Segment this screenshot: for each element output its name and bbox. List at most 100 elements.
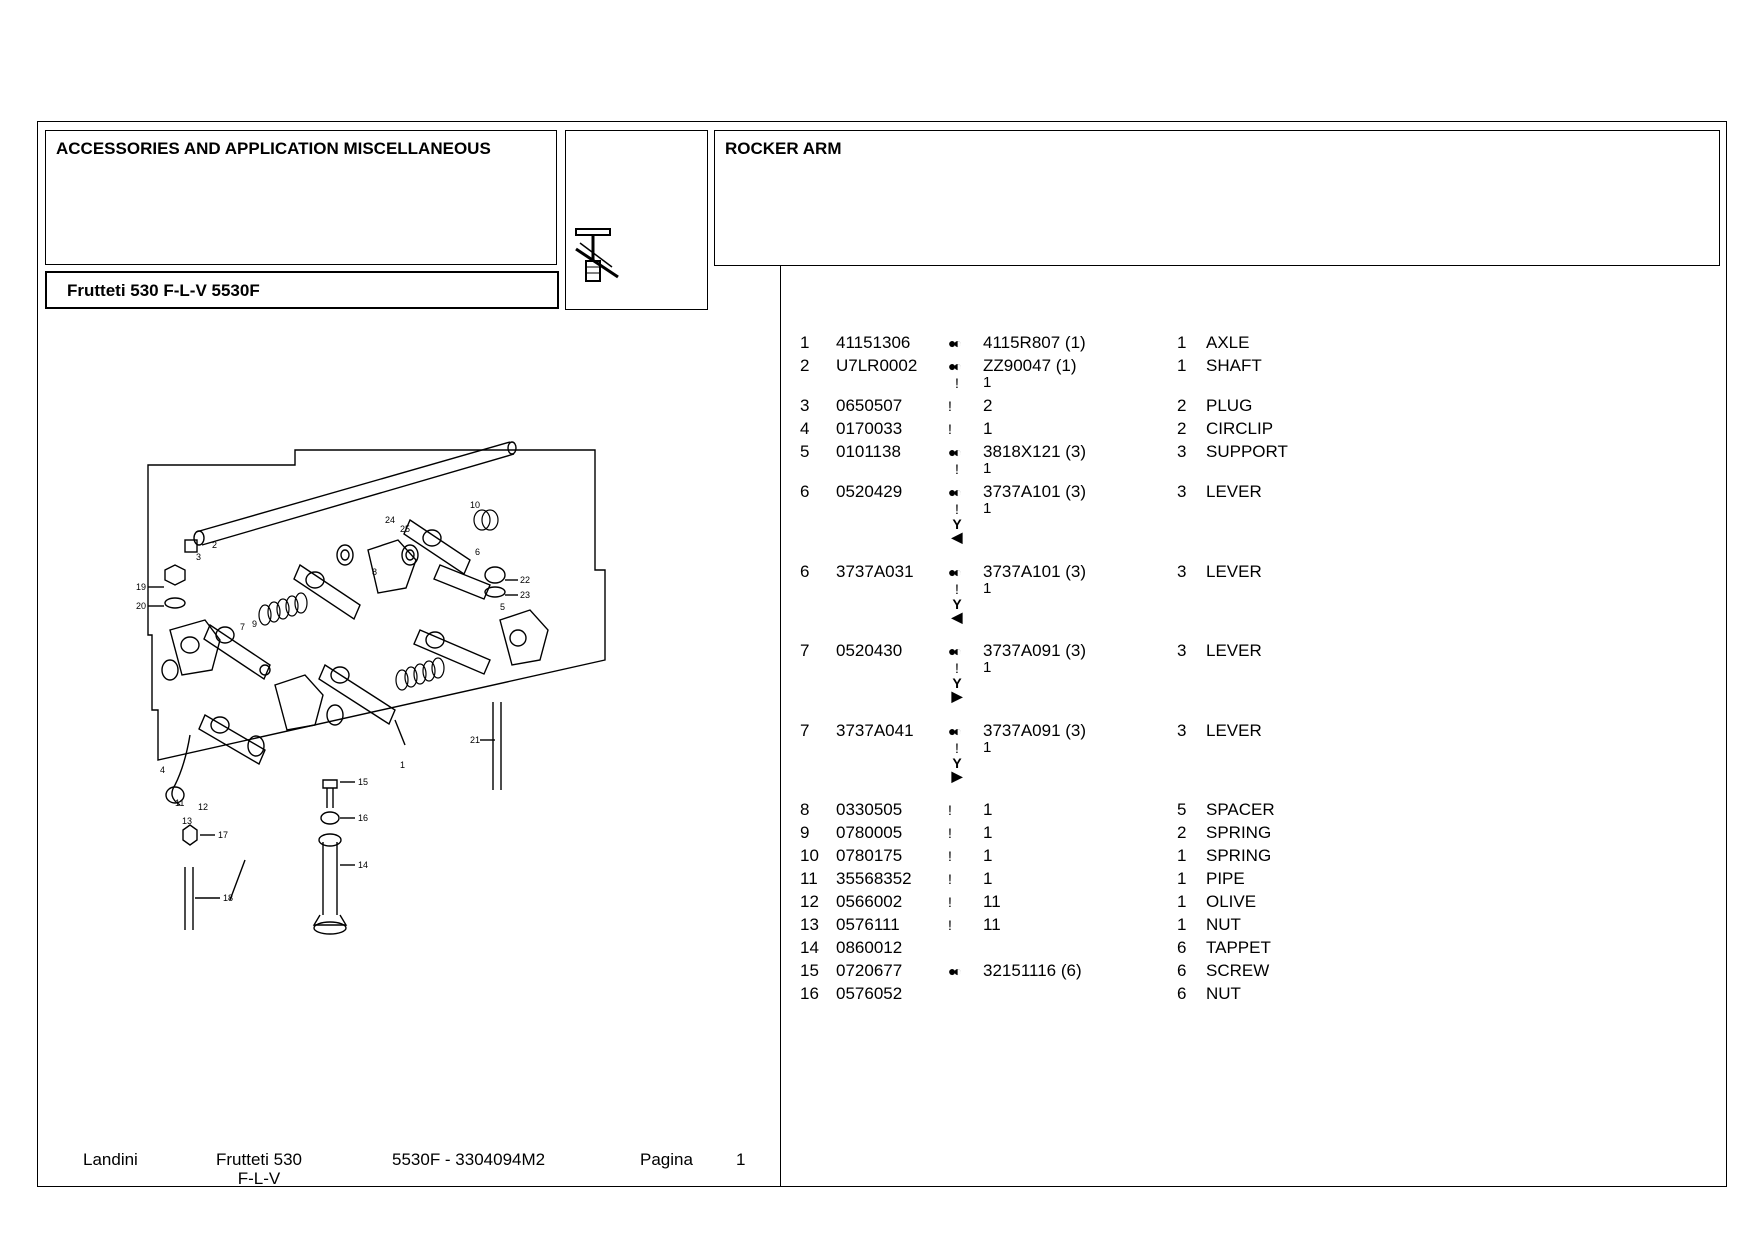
part-sub-quantity: 1 [983, 460, 992, 477]
part-reference: 1 [983, 823, 993, 842]
rocker-arm-exploded-diagram: 1 2 3 4 5 6 7 8 9 10 11 12 13 14 15 16 1… [136, 441, 606, 935]
part-position: 10 [800, 846, 819, 865]
section-title-box: ROCKER ARM [714, 130, 1720, 266]
callout-24: 24 [385, 515, 395, 525]
callout-13: 13 [182, 816, 192, 826]
part-quantity: 2 [1177, 823, 1187, 842]
group-icon-box [565, 130, 708, 310]
footer-model-line2: F-L-V [237, 1169, 281, 1188]
section-title: ROCKER ARM [725, 139, 842, 158]
part-reference: 3737A101 (3) [983, 562, 1087, 581]
part-code: 0576111 [836, 915, 900, 934]
footer-model-line1: Frutteti 530 [216, 1150, 302, 1169]
part-position: 15 [800, 961, 819, 980]
part-quantity: 2 [1177, 396, 1187, 415]
part-quantity: 5 [1177, 800, 1187, 819]
group-title: ACCESSORIES AND APPLICATION MISCELLANEOU… [56, 139, 491, 158]
part-code: 0780175 [836, 846, 903, 865]
part-position: 9 [800, 823, 810, 842]
part-description: TAPPET [1206, 938, 1271, 957]
part-description: SPACER [1206, 800, 1275, 819]
callout-9: 9 [252, 619, 257, 629]
note-marker: ! [955, 461, 959, 477]
part-code: 0170033 [836, 419, 903, 438]
compatibility-symbol: ●◐ [948, 444, 962, 460]
part-code: 0576052 [836, 984, 903, 1003]
compatibility-symbol: ! [948, 917, 952, 933]
model-title: Frutteti 530 F-L-V 5530F [67, 281, 260, 300]
part-code: 0566002 [836, 892, 903, 911]
part-reference: ZZ90047 (1) [983, 356, 1077, 375]
callout-15: 15 [358, 777, 368, 787]
part-description: SUPPORT [1206, 442, 1288, 461]
part-reference: 3737A091 (3) [983, 641, 1087, 660]
part-quantity: 3 [1177, 562, 1187, 581]
part-code: 3737A031 [836, 562, 914, 581]
part-sub-quantity: 1 [983, 500, 992, 517]
note-marker: ! [955, 501, 959, 517]
part-position: 6 [800, 482, 810, 501]
part-quantity: 1 [1177, 356, 1187, 375]
compatibility-symbol: ●◐ [948, 335, 962, 351]
dashed-tree-marker-icon: Y▶ [951, 755, 963, 784]
part-position: 16 [800, 984, 819, 1003]
part-code: 41151306 [836, 333, 911, 352]
part-reference: 4115R807 (1) [983, 333, 1086, 352]
callout-2: 2 [212, 540, 217, 550]
part-quantity: 6 [1177, 961, 1187, 980]
part-description: LEVER [1206, 482, 1262, 501]
callout-22: 22 [520, 575, 530, 585]
part-quantity: 1 [1177, 846, 1187, 865]
part-description: LEVER [1206, 562, 1262, 581]
part-code: 35568352 [836, 869, 912, 888]
part-reference: 1 [983, 869, 993, 888]
part-position: 5 [800, 442, 810, 461]
part-sub-quantity: 1 [983, 580, 992, 597]
part-quantity: 1 [1177, 892, 1187, 911]
part-position: 8 [800, 800, 810, 819]
parts-row: 16 0576052 6 NUT [0, 984, 1754, 1006]
dashed-tree-marker-icon: Y◀ [951, 596, 963, 625]
part-quantity: 6 [1177, 938, 1187, 957]
callout-16: 16 [358, 813, 368, 823]
part-description: SPRING [1206, 823, 1272, 842]
callout-18: 18 [223, 893, 233, 903]
callout-4: 4 [160, 765, 165, 775]
footer-page-number: 1 [736, 1150, 746, 1169]
part-sub-quantity: 1 [983, 659, 992, 676]
callout-25: 25 [400, 524, 410, 534]
part-position: 4 [800, 419, 810, 438]
callout-3: 3 [196, 552, 201, 562]
part-description: NUT [1206, 984, 1241, 1003]
part-reference: 3737A091 (3) [983, 721, 1087, 740]
part-reference: 11 [983, 892, 1001, 911]
page-frame [37, 121, 1727, 1187]
part-position: 13 [800, 915, 819, 934]
part-quantity: 6 [1177, 984, 1187, 1003]
part-code: 0860012 [836, 938, 903, 957]
part-quantity: 1 [1177, 915, 1187, 934]
part-code: 0101138 [836, 442, 901, 461]
column-divider [780, 266, 781, 1187]
part-code: 0780005 [836, 823, 903, 842]
callout-21: 21 [470, 735, 480, 745]
part-code: 0520430 [836, 641, 903, 660]
note-marker: ! [955, 660, 959, 676]
footer-model: Frutteti 530 F-L-V [214, 1150, 304, 1188]
part-description: SCREW [1206, 961, 1270, 980]
callout-11: 11 [175, 798, 184, 808]
part-code: 3737A041 [836, 721, 914, 740]
part-description: AXLE [1206, 333, 1250, 352]
callout-5: 5 [500, 602, 505, 612]
